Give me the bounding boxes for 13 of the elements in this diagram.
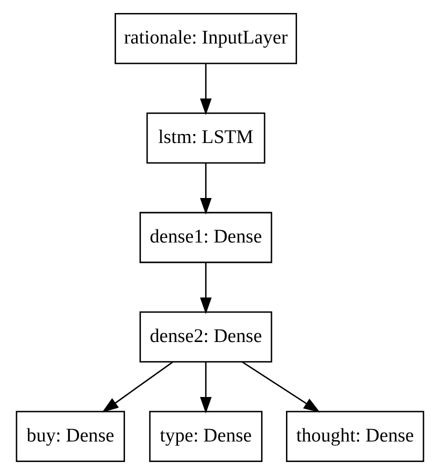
arrow xyxy=(200,262,212,314)
arrow xyxy=(102,361,174,413)
arrow xyxy=(200,362,212,414)
node-box: dense1: Dense xyxy=(140,212,272,264)
node-box: buy: Dense xyxy=(16,410,125,462)
arrow xyxy=(242,361,320,412)
arrow xyxy=(200,64,212,116)
node-box: lstm: LSTM xyxy=(146,112,266,164)
node-box: rationale: InputLayer xyxy=(114,12,298,64)
node-box: type: Dense xyxy=(149,410,262,462)
arrow xyxy=(200,163,212,215)
node-box: dense2: Dense xyxy=(140,311,272,363)
node-box: thought: Dense xyxy=(286,410,424,462)
